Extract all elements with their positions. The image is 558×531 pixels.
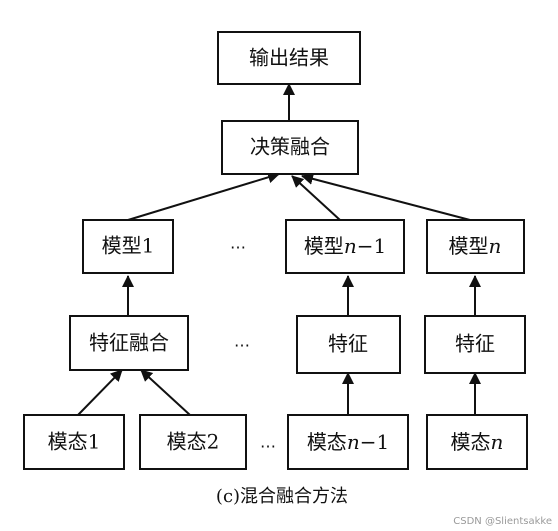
- output-node: 输出结果: [217, 31, 361, 85]
- modality2-node: 模态2: [139, 414, 247, 470]
- output-label: 输出结果: [249, 46, 329, 70]
- feature-a-label: 特征: [328, 332, 368, 356]
- model1-node: 模型1: [82, 219, 174, 274]
- feature-b-node: 特征: [424, 315, 526, 374]
- edges: [77, 83, 481, 416]
- ellipsis-features: …: [234, 332, 250, 351]
- csdn-watermark: CSDN @Slientsakke: [453, 516, 552, 527]
- modality2-label: 模态2: [167, 430, 220, 454]
- modality-n-minus-1-node: 模态n−1: [287, 414, 409, 470]
- modality1-label: 模态1: [48, 430, 101, 454]
- decision-fusion-label: 决策融合: [250, 135, 330, 159]
- feature-fusion-label: 特征融合: [89, 331, 169, 355]
- modality-n-minus-1-label: 模态n−1: [307, 430, 389, 454]
- modality-n-label: 模态n: [451, 430, 504, 454]
- model-n-label: 模型n: [449, 234, 502, 258]
- edge-model-n-minus-1-to-decision: [291, 175, 341, 221]
- feature-a-node: 特征: [296, 315, 401, 374]
- model-n-minus-1-label: 模型n−1: [304, 234, 386, 258]
- modality1-node: 模态1: [23, 414, 125, 470]
- figure-caption: (c)混合融合方法: [216, 486, 348, 507]
- edge-modality1-to-feature-fusion: [77, 369, 123, 416]
- edge-model1-to-decision: [127, 171, 280, 221]
- model1-label: 模型1: [102, 234, 155, 258]
- edge-modality2-to-feature-fusion: [140, 369, 191, 416]
- feature-fusion-node: 特征融合: [69, 315, 189, 371]
- feature-b-label: 特征: [455, 332, 495, 356]
- modality-n-node: 模态n: [426, 414, 528, 470]
- model-n-node: 模型n: [426, 219, 525, 274]
- ellipsis-models: …: [230, 234, 246, 253]
- ellipsis-modalities: …: [260, 433, 276, 452]
- edge-model-n-to-decision: [301, 172, 471, 221]
- model-n-minus-1-node: 模型n−1: [285, 219, 405, 274]
- decision-fusion-node: 决策融合: [221, 120, 359, 175]
